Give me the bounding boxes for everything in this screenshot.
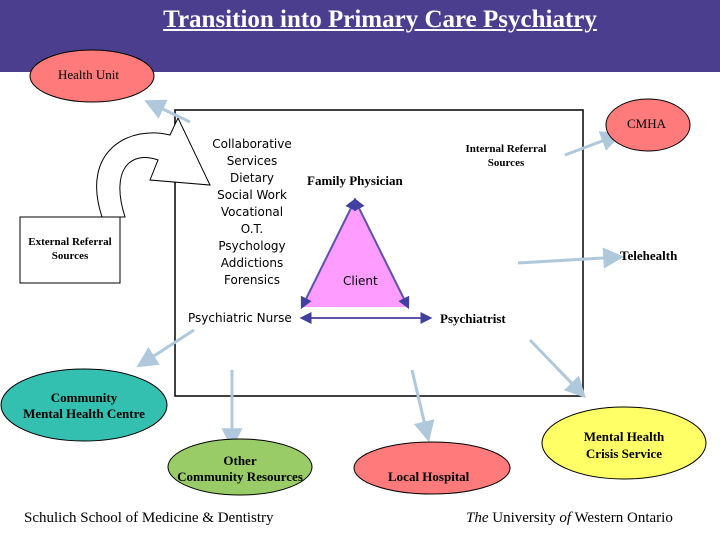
collaborative-services-heading-line1: Collaborative — [212, 137, 292, 151]
other-resources-label: Other Community Resources — [177, 453, 303, 484]
client-label: Client — [343, 274, 378, 288]
arrow-to-cmha — [564, 131, 622, 157]
internal-referral-label: Internal Referral Sources — [465, 143, 547, 169]
service-item: Addictions — [220, 256, 284, 270]
arrow-to-crisis-service — [528, 338, 586, 399]
client-triangle — [302, 200, 408, 307]
psychiatrist-label: Psychiatrist — [440, 311, 506, 326]
external-referral-box — [19, 216, 121, 284]
physician-psychiatrist-line — [353, 197, 410, 310]
other-resources-ellipse — [167, 438, 313, 496]
local-hospital-ellipse — [353, 441, 511, 495]
service-item: Psychology — [218, 239, 286, 253]
arrow-to-community-mhc — [136, 328, 195, 368]
arrow-to-telehealth — [517, 247, 625, 269]
local-hospital-label: Local Hospital — [388, 469, 470, 484]
page-title: Transition into Primary Care Psychiatry — [163, 6, 597, 33]
footer-school: Schulich School of Medicine & Dentistry — [24, 510, 274, 526]
service-item: Dietary — [229, 171, 275, 185]
arrow-to-local-hospital — [410, 369, 435, 443]
cmha-ellipse — [605, 98, 691, 152]
community-mhc-ellipse — [0, 368, 168, 442]
service-item: Vocational — [220, 205, 284, 219]
cmha-label: CMHA — [627, 116, 667, 131]
health-unit-label: Health Unit — [58, 67, 120, 82]
health-unit-ellipse — [29, 49, 155, 103]
arrow-to-health-unit — [144, 99, 191, 124]
community-mhc-label: Community Mental Health Centre — [23, 390, 145, 421]
curved-referral-arrow — [96, 116, 211, 218]
service-item: Forensics — [224, 273, 280, 287]
collaborative-services-list: Collaborative Services Dietary Social Wo… — [192, 136, 312, 289]
primary-care-box — [174, 109, 584, 397]
physician-nurse-line — [300, 197, 357, 310]
collaborative-services-heading-line2: Services — [226, 154, 278, 168]
family-physician-label: Family Physician — [307, 173, 403, 188]
footer-university: The University of Western Ontario — [466, 510, 673, 526]
crisis-service-label: Mental Health Crisis Service — [583, 429, 665, 461]
service-item: Social Work — [217, 188, 287, 202]
service-item: O.T. — [240, 222, 264, 236]
crisis-service-ellipse — [541, 406, 707, 480]
telehealth-label: Telehealth — [620, 248, 678, 263]
psychiatric-nurse-label: Psychiatric Nurse — [188, 311, 292, 325]
external-referral-label: External Referral Sources — [28, 236, 112, 262]
